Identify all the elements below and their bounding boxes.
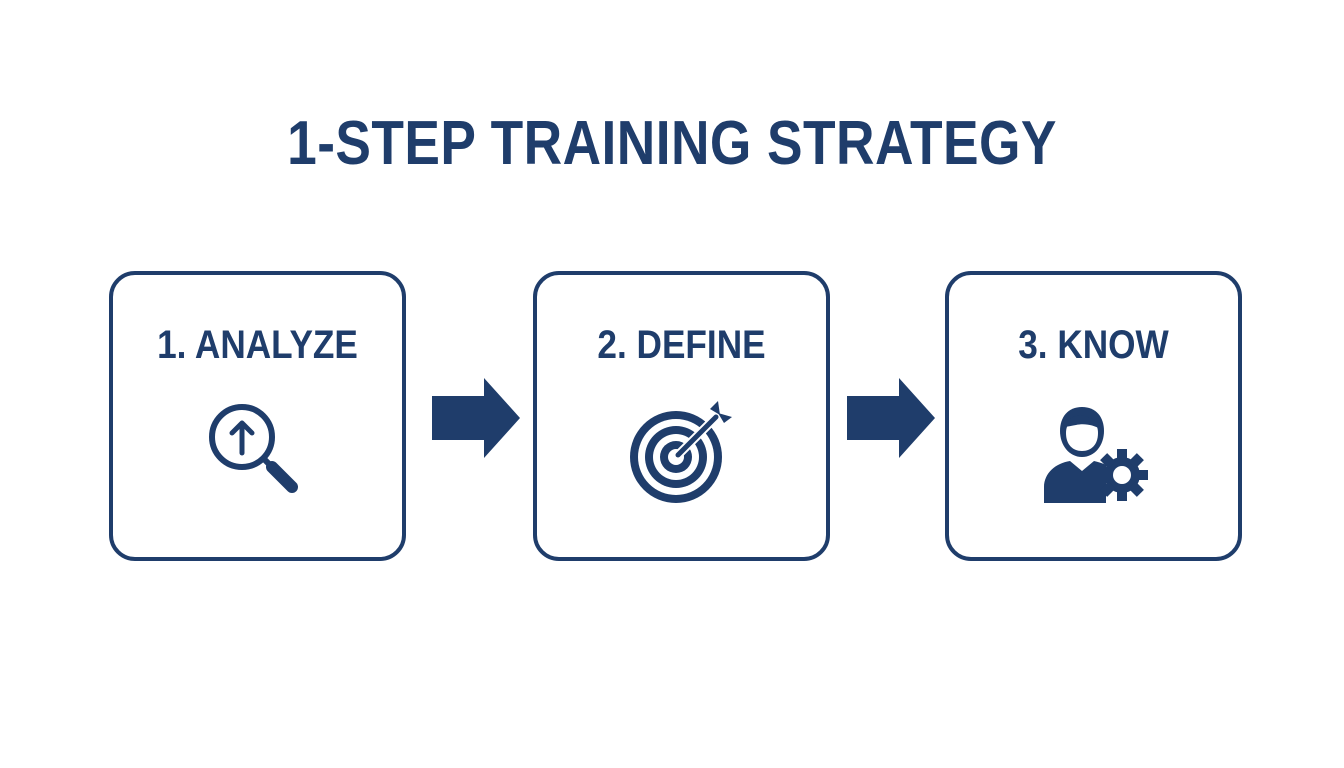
page-title: 1-STEP TRAINING STRATEGY [287,109,1057,178]
step-label-define: 2. DEFINE [597,323,766,367]
right-arrow-icon [847,378,935,458]
target-arrow-icon [629,401,732,503]
step-card-know: 3. KNOW [945,271,1242,561]
right-arrow-icon [432,378,520,458]
magnifier-upload-icon [208,404,298,493]
step-label-analyze: 1. ANALYZE [157,323,358,367]
user-gear-icon [1043,407,1148,503]
step-card-define: 2. DEFINE [533,271,830,561]
step-label-know: 3. KNOW [1018,323,1169,367]
step-card-analyze: 1. ANALYZE [109,271,406,561]
